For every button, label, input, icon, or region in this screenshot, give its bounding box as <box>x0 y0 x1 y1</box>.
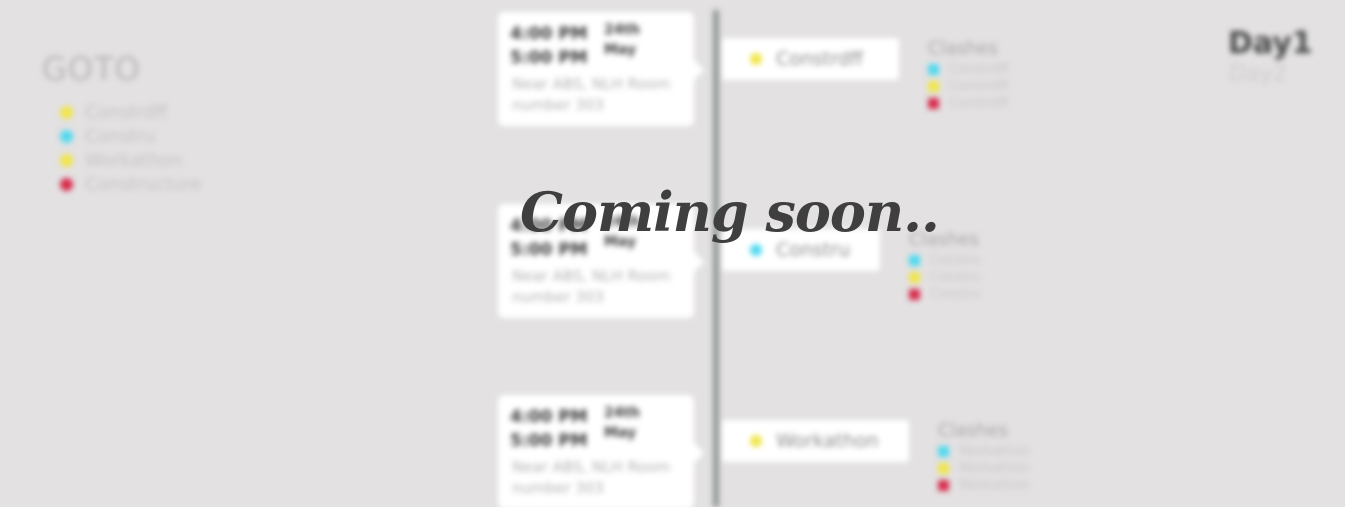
event-end-time: 5:00 PM <box>510 48 588 68</box>
clash-label: Workathon <box>959 461 1030 476</box>
coming-soon-message: Coming soon.. <box>520 180 940 244</box>
event-start-time: 4:00 PM <box>510 216 588 236</box>
event-pill[interactable]: Workathon <box>722 420 909 462</box>
clashes-title: Clashes <box>938 420 1008 441</box>
clash-label: Constrdff <box>949 79 1009 94</box>
event-label: Constrdff <box>776 48 863 70</box>
event-dot-icon <box>750 244 762 256</box>
event-label: Constru <box>776 239 851 261</box>
goto-item-label: Constrdff <box>85 101 168 123</box>
clashes-title: Clashes <box>909 229 979 250</box>
event-pill[interactable]: Constru <box>722 229 880 271</box>
day-tab-active[interactable]: Day1 <box>1228 26 1313 61</box>
legend-dot-icon <box>60 153 73 167</box>
clash-label: Constru <box>930 287 981 302</box>
legend-dot-icon <box>60 177 73 191</box>
clash-dot-icon <box>938 480 949 491</box>
clash-dot-icon <box>928 98 939 109</box>
event-location: Near ABS, NLH Room number 303 <box>512 267 671 306</box>
clash-item[interactable]: Workathon <box>938 460 1029 477</box>
clash-item[interactable]: Constru <box>909 269 981 286</box>
clash-dot-icon <box>938 463 949 474</box>
event-time-card: 4:00 PM 5:00 PM 24th May Near ABS, NLH R… <box>498 204 704 318</box>
clash-dot-icon <box>909 272 920 283</box>
event-date: 24th May <box>604 405 641 441</box>
clash-item[interactable]: Workathon <box>938 443 1029 460</box>
clash-dot-icon <box>909 255 920 266</box>
timeline-axis <box>713 10 719 507</box>
clash-item[interactable]: Constru <box>909 286 981 303</box>
clash-dot-icon <box>928 81 939 92</box>
clash-item[interactable]: Workathon <box>938 477 1029 494</box>
clash-label: Constru <box>930 270 981 285</box>
goto-item-label: Workathon <box>85 149 183 171</box>
event-times: 4:00 PM 5:00 PM <box>510 214 588 262</box>
event-time-card: 4:00 PM 5:00 PM 24th May Near ABS, NLH R… <box>498 12 704 126</box>
event-dot-icon <box>750 435 762 447</box>
event-end-time: 5:00 PM <box>510 240 588 260</box>
event-times: 4:00 PM 5:00 PM <box>510 22 588 70</box>
event-date: 24th May <box>604 214 641 250</box>
event-start-time: 4:00 PM <box>510 24 588 44</box>
clashes-list: Clashes Workathon Workathon Workathon <box>938 420 1029 494</box>
goto-title: GOTO <box>42 50 141 88</box>
goto-item-workathon[interactable]: Workathon <box>60 148 202 172</box>
clashes-list: Clashes Constrdff Constrdff Constrdff <box>928 38 1008 112</box>
clash-item[interactable]: Constru <box>909 252 981 269</box>
goto-item-constrdff[interactable]: Constrdff <box>60 100 202 124</box>
event-times: 4:00 PM 5:00 PM <box>510 405 588 453</box>
clashes-list: Clashes Constru Constru Constru <box>909 229 981 303</box>
clash-label: Constru <box>930 253 981 268</box>
goto-item-constru[interactable]: Constru <box>60 124 202 148</box>
clash-dot-icon <box>928 64 939 75</box>
clash-item[interactable]: Constrdff <box>928 61 1008 78</box>
event-dot-icon <box>750 53 762 65</box>
event-pill[interactable]: Constrdff <box>722 38 899 80</box>
goto-item-constructure[interactable]: Constructure <box>60 172 202 196</box>
legend-dot-icon <box>60 105 73 119</box>
clash-label: Constrdff <box>949 96 1009 111</box>
goto-legend: GOTO Constrdff Constru Workathon Constru… <box>42 50 202 196</box>
clash-dot-icon <box>938 446 949 457</box>
clash-label: Workathon <box>959 444 1030 459</box>
event-location: Near ABS, NLH Room number 303 <box>512 458 671 497</box>
clash-item[interactable]: Constrdff <box>928 78 1008 95</box>
clash-item[interactable]: Constrdff <box>928 95 1008 112</box>
day-tab[interactable]: Day2 <box>1229 62 1287 87</box>
clash-label: Workathon <box>959 478 1030 493</box>
event-date: 24th May <box>604 22 641 58</box>
event-start-time: 4:00 PM <box>510 407 588 427</box>
clash-dot-icon <box>909 289 920 300</box>
goto-item-label: Constructure <box>85 173 202 195</box>
goto-item-label: Constru <box>85 125 156 147</box>
event-end-time: 5:00 PM <box>510 431 588 451</box>
clash-label: Constrdff <box>949 62 1009 77</box>
event-time-card: 4:00 PM 5:00 PM 24th May Near ABS, NLH R… <box>498 395 704 507</box>
event-location: Near ABS, NLH Room number 303 <box>512 75 671 114</box>
clashes-title: Clashes <box>928 38 998 59</box>
legend-dot-icon <box>60 129 73 143</box>
event-label: Workathon <box>776 430 879 452</box>
